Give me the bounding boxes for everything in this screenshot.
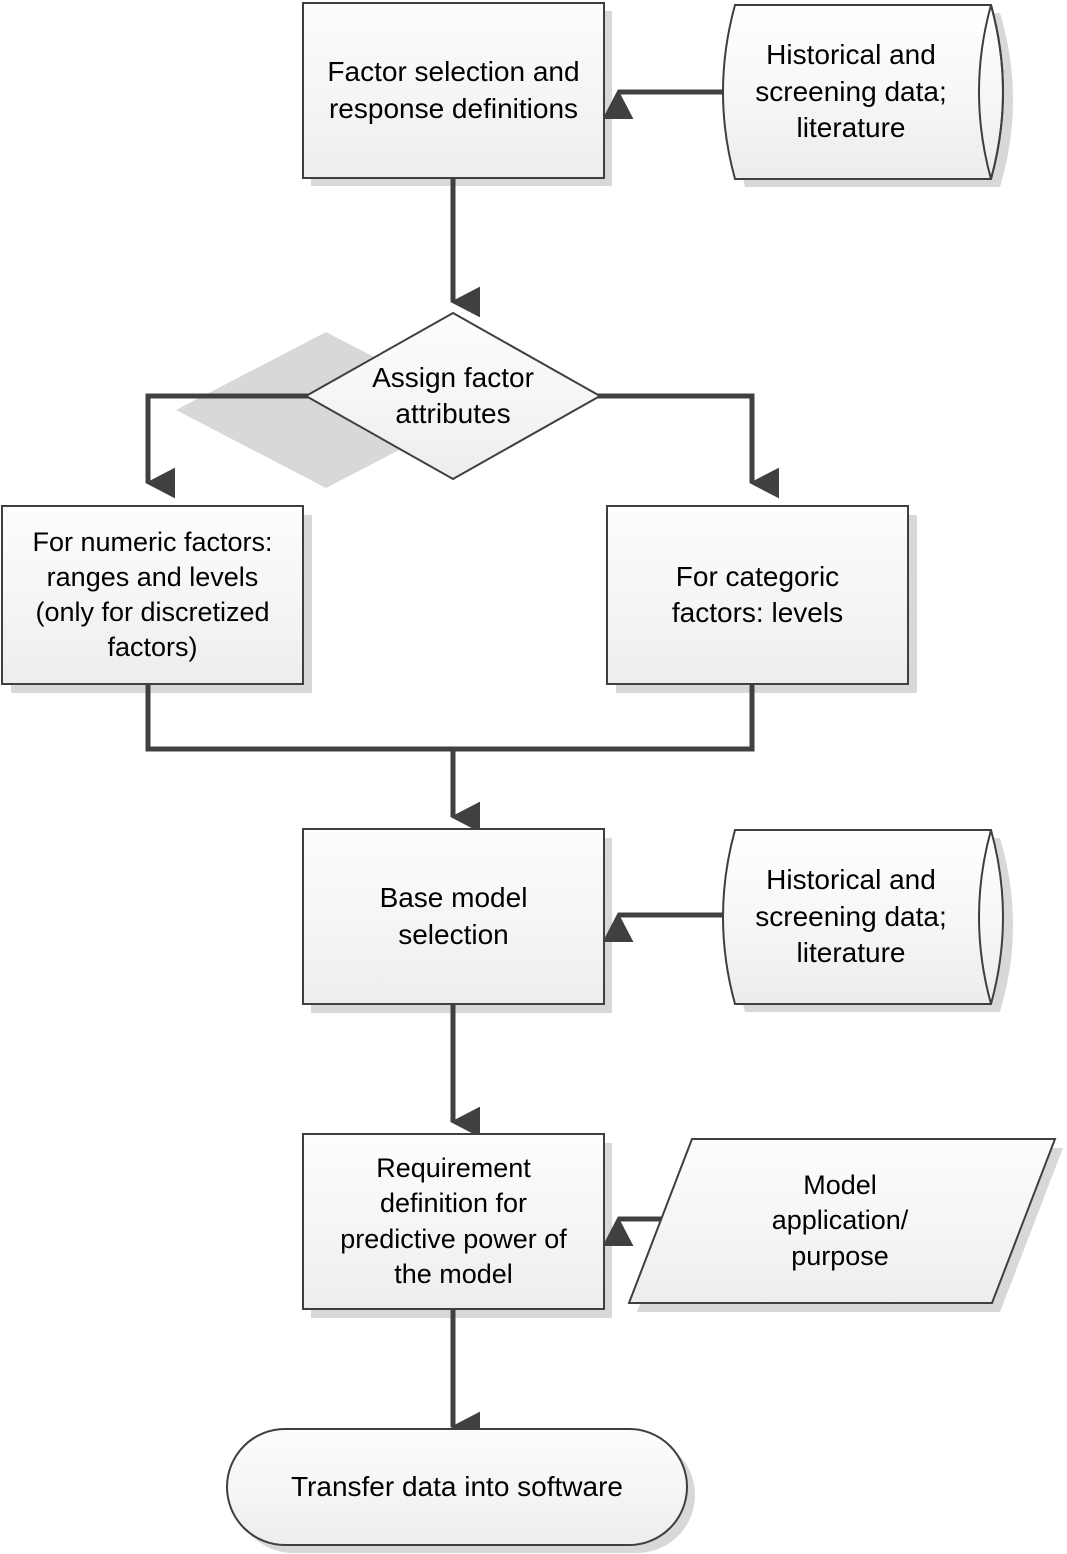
node-numeric-factors[interactable] <box>1 505 304 685</box>
edge-assign-to-numeric <box>145 393 309 499</box>
node-assign-factor-attributes[interactable] <box>303 311 603 481</box>
edge-assign-to-categoric <box>598 393 780 499</box>
node-base-model-selection[interactable] <box>302 828 605 1005</box>
node-historical-data-top[interactable] <box>722 4 1004 180</box>
node-categoric-factors[interactable] <box>606 505 909 685</box>
edge-numeric-to-merge <box>145 683 453 752</box>
node-model-application[interactable] <box>627 1138 1057 1304</box>
node-transfer-data[interactable] <box>226 1428 688 1546</box>
node-historical-data-bottom[interactable] <box>722 829 1004 1005</box>
node-factor-selection[interactable] <box>302 2 605 179</box>
node-shadows <box>11 11 1063 1553</box>
node-requirement-definition[interactable] <box>302 1133 605 1310</box>
edge-categoric-to-merge <box>453 683 755 752</box>
